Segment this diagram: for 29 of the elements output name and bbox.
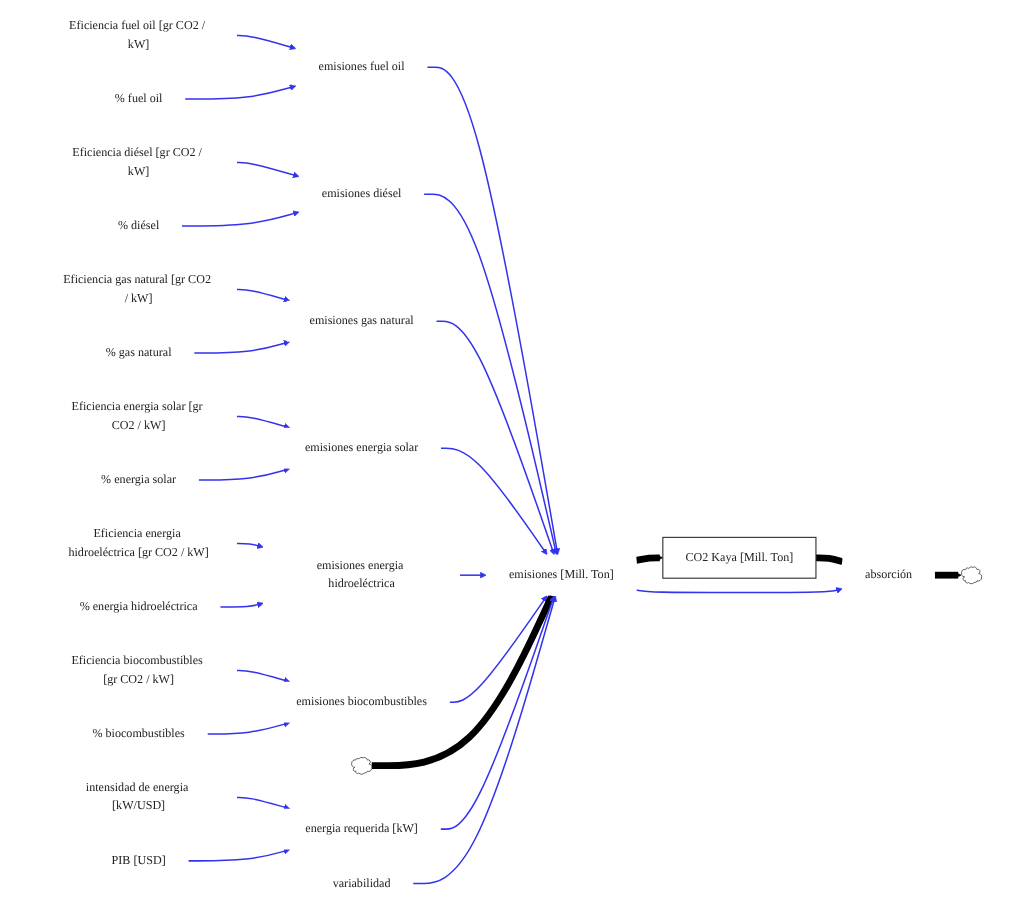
arrow xyxy=(435,320,556,556)
arrow xyxy=(236,161,300,178)
arrow xyxy=(635,554,664,564)
arrow xyxy=(193,340,291,354)
arrow xyxy=(181,210,300,227)
arrow xyxy=(236,288,291,303)
arrow xyxy=(412,595,558,885)
arrow xyxy=(236,415,291,430)
arrow xyxy=(236,34,297,51)
arrow xyxy=(426,66,561,556)
arrow xyxy=(236,796,291,811)
arrow xyxy=(206,721,291,735)
arrow xyxy=(184,84,297,100)
arrow xyxy=(440,447,548,556)
arrow xyxy=(423,193,559,556)
arrow xyxy=(459,571,487,579)
arrow xyxy=(635,587,843,594)
node-cloud xyxy=(351,757,373,775)
connector xyxy=(371,594,555,770)
arrow xyxy=(448,595,548,703)
arrow xyxy=(236,542,264,549)
arrow xyxy=(933,571,962,579)
arrow xyxy=(236,669,291,684)
arrow xyxy=(187,848,291,862)
arrow xyxy=(219,601,264,608)
arrow xyxy=(439,595,556,830)
arrow xyxy=(198,467,291,481)
node-cloud xyxy=(961,566,982,585)
connector xyxy=(814,554,844,565)
